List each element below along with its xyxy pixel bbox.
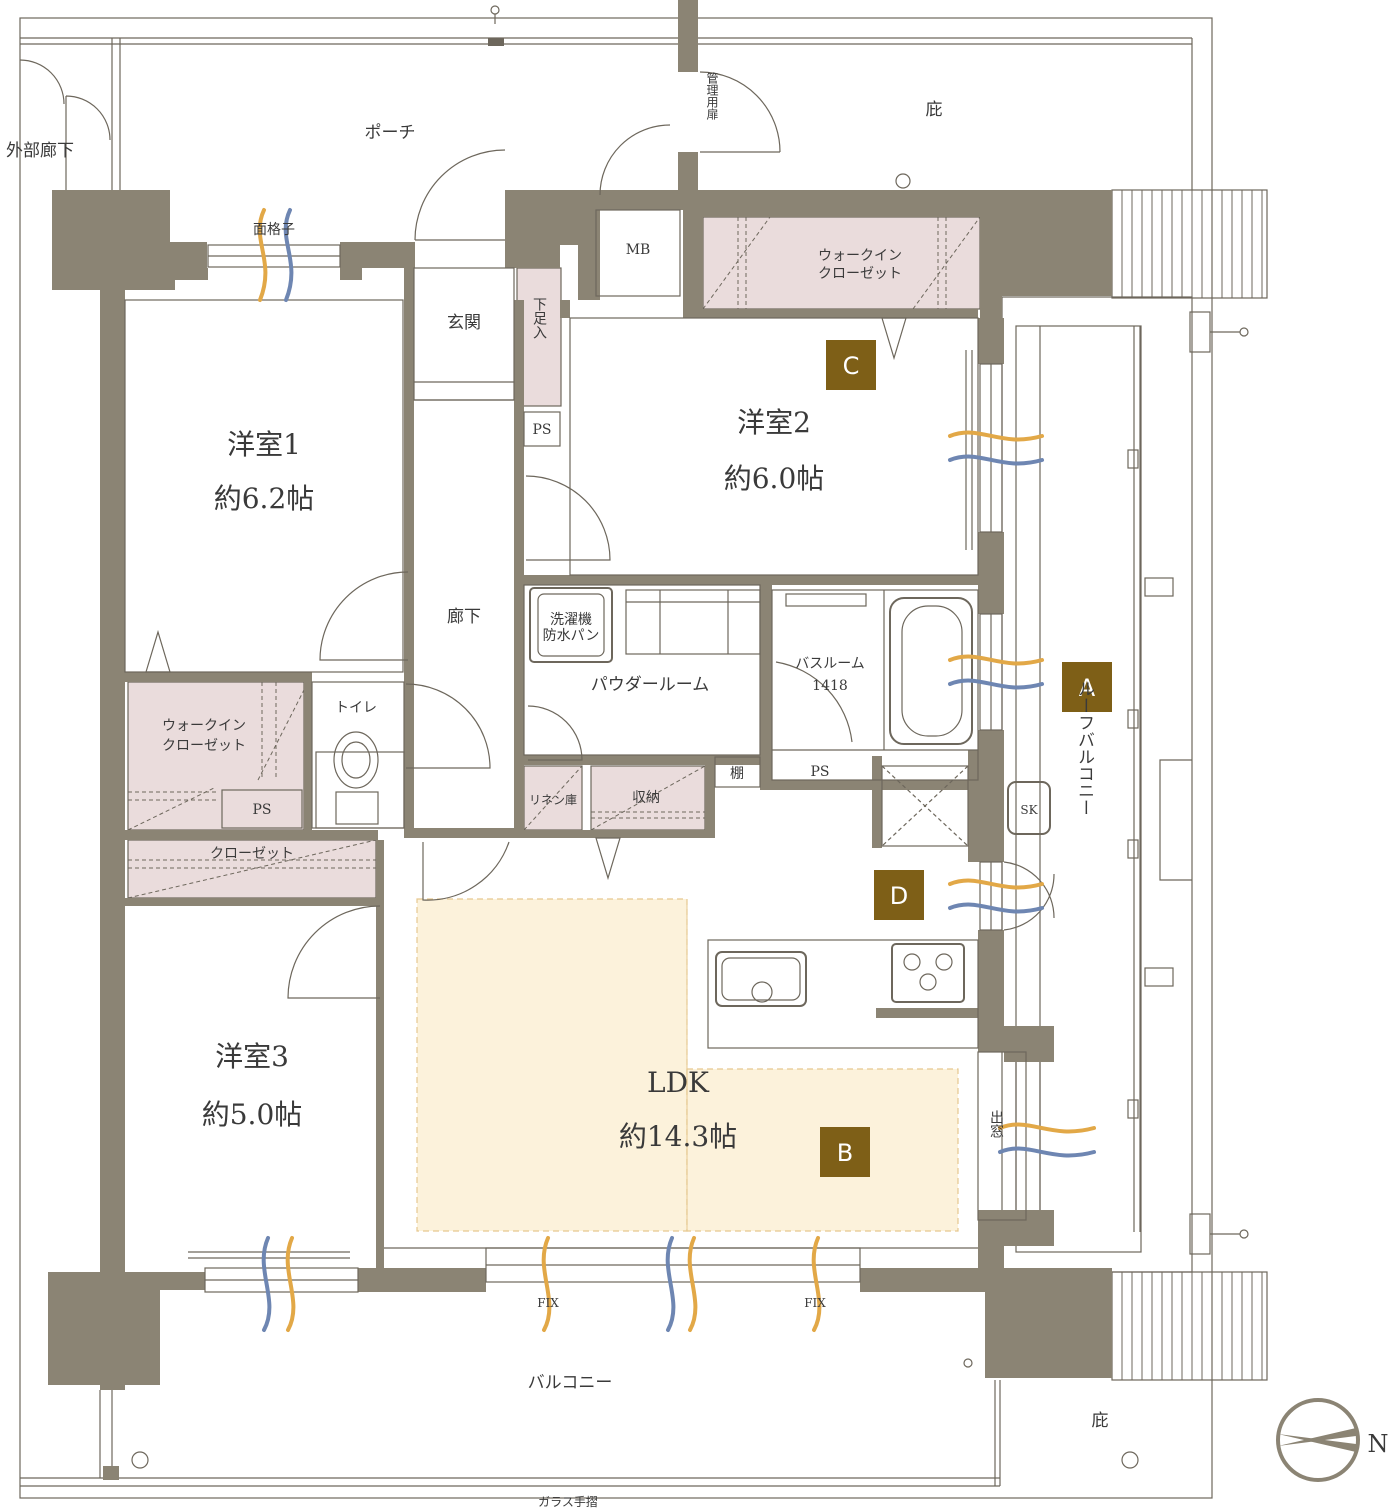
fix-left-label: FIX	[537, 1296, 559, 1310]
walls	[48, 0, 1112, 1390]
western3-size: 約5.0帖	[202, 1098, 303, 1131]
walkin-top-line1: ウォークイン	[818, 248, 902, 264]
washer-line2: 防水パン	[543, 628, 600, 644]
shelf-label: 棚	[730, 766, 744, 782]
ps3-label: PS	[810, 764, 829, 780]
ldk-zone	[416, 898, 959, 1232]
badge-d: D	[874, 870, 924, 920]
western3-name: 洋室3	[215, 1040, 289, 1073]
badge-b: B	[820, 1127, 870, 1177]
bath-line1: バスルーム	[795, 656, 865, 672]
svg-text:D: D	[890, 882, 908, 910]
walkin-left-line2: クローゼット	[162, 738, 246, 754]
compass-north-label: N	[1368, 1430, 1389, 1458]
badge-c: C	[826, 340, 876, 390]
lattice-label: 面格子	[253, 222, 295, 238]
entrance-label: 玄関	[447, 313, 481, 333]
bay-window-label: 出窓	[988, 1110, 1004, 1138]
linen-label: リネン庫	[529, 793, 577, 807]
external-corridor-label: 外部廊下	[6, 141, 74, 161]
north-compass: N	[1276, 1398, 1389, 1482]
storage-label: 収納	[632, 790, 660, 806]
stair-hatch-top	[1121, 190, 1263, 298]
ldk-size: 約14.3帖	[619, 1120, 737, 1153]
svg-text:C: C	[843, 352, 860, 380]
western1-size: 約6.2帖	[214, 482, 315, 515]
walkin-left-line1: ウォークイン	[162, 718, 246, 734]
eaves-top-label: 庇	[926, 100, 943, 120]
stair-hatch-bottom	[1121, 1272, 1263, 1380]
western2-size: 約6.0帖	[724, 462, 825, 495]
eaves-bottom-label: 庇	[1092, 1411, 1109, 1431]
walkin-top-line2: クローゼット	[818, 266, 902, 282]
ventilation-arrows	[257, 208, 1096, 1332]
svg-text:B: B	[837, 1139, 853, 1167]
shoe-closet-label: 下足入	[531, 297, 547, 339]
badge-a: A	[1062, 662, 1112, 712]
closet-label: クローゼット	[210, 846, 294, 862]
washer-line1: 洗濯機	[550, 612, 592, 628]
fix-right-label: FIX	[804, 1296, 826, 1310]
management-door-label: 管理用扉	[705, 71, 719, 120]
ps1-label: PS	[532, 422, 551, 438]
balcony-label: バルコニー	[528, 1373, 613, 1393]
ldk-name: LDK	[647, 1066, 710, 1099]
glass-rail-label: ガラス手摺	[538, 1494, 598, 1509]
roof-balcony-label: ルーフバルコニー	[1074, 680, 1094, 816]
outer-outlines	[19, 5, 1268, 1499]
bath-line2: 1418	[812, 678, 848, 694]
mb-label: MB	[626, 242, 651, 258]
labels: ポーチ 庇 庇 外部廊下 管理用扉 MB ウォークイン クローゼット 面格子 玄…	[6, 71, 1109, 1509]
interior-details	[19, 59, 1055, 1293]
ps2-label: PS	[252, 802, 271, 818]
western2-name: 洋室2	[737, 406, 811, 439]
hallway-label: 廊下	[447, 607, 481, 627]
closets	[127, 216, 981, 899]
sk-label: SK	[1020, 803, 1038, 817]
western1-name: 洋室1	[227, 428, 301, 461]
toilet-label: トイレ	[335, 700, 377, 716]
powder-room-label: パウダールーム	[591, 675, 710, 695]
porch-label: ポーチ	[365, 123, 416, 143]
svg-text:A: A	[1079, 674, 1096, 702]
